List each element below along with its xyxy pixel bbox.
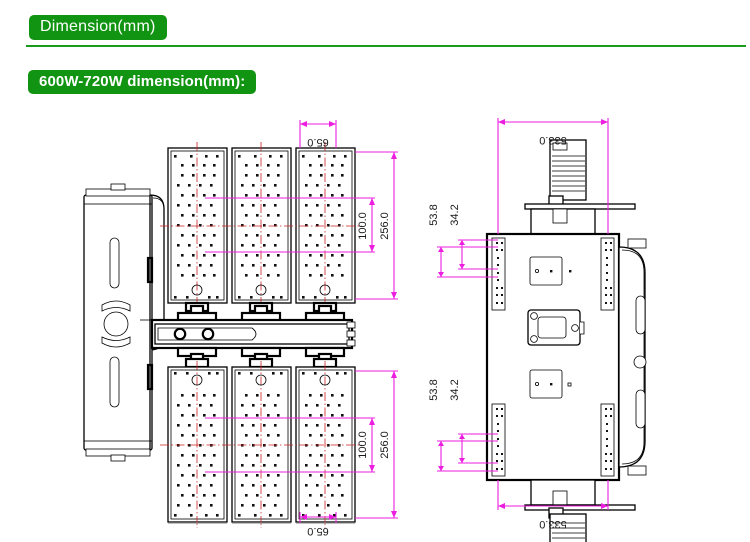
dimension-label-256-upper: 256.0 <box>379 212 391 240</box>
subsection-title-badge: 600W-720W dimension(mm): <box>28 70 257 94</box>
led-module-top-2 <box>231 142 292 309</box>
led-module-bottom-1 <box>167 361 228 528</box>
dimension-label-533-bottom: 533.0 <box>539 518 567 530</box>
header-divider-rule <box>26 45 746 47</box>
module-hinges-top <box>176 301 346 323</box>
dimension-set-back-view: 533.0 53.8 34.2 53.8 <box>428 118 609 530</box>
dimension-label-65-bottom: 65.0 <box>307 525 328 537</box>
dimension-53-8-upper: 53.8 <box>428 204 498 278</box>
front-view-group <box>140 142 362 528</box>
dimension-65-top: 65.0 <box>299 120 337 148</box>
dimension-label-533-top: 533.0 <box>539 134 567 146</box>
dimension-256-lower: 256.0 <box>355 370 398 519</box>
dimension-34-2-upper: 34.2 <box>449 204 498 270</box>
heatsink-top <box>524 139 636 235</box>
dimension-65-bottom: 65.0 <box>299 512 337 537</box>
dimension-label-53-8-upper: 53.8 <box>428 204 440 225</box>
dimension-label-100-upper: 100.0 <box>357 212 369 240</box>
dimension-label-53-8-lower: 53.8 <box>428 379 440 400</box>
heatsink-bottom <box>524 479 636 542</box>
driver-box-upper <box>529 256 572 286</box>
section-title-badge: Dimension(mm) <box>29 15 167 40</box>
driver-box-lower <box>529 369 572 399</box>
junction-box <box>527 309 585 346</box>
dimension-label-100-lower: 100.0 <box>357 431 369 459</box>
dimension-34-2-lower: 34.2 <box>449 379 498 464</box>
dimension-100-lower: 100.0 <box>205 417 375 473</box>
dimension-label-65-top: 65.0 <box>307 136 328 148</box>
dimension-53-8-lower: 53.8 <box>428 379 498 472</box>
led-module-bottom-3 <box>295 361 356 528</box>
dimension-label-34-2-lower: 34.2 <box>449 379 461 400</box>
dimension-set-front-view: 65.0 256.0 100.0 256.0 <box>205 120 398 537</box>
led-module-top-1 <box>167 142 228 309</box>
mounting-rails <box>491 237 615 477</box>
dimension-100-upper: 100.0 <box>205 197 375 253</box>
dimension-256-upper: 256.0 <box>355 151 398 300</box>
led-module-bottom-2 <box>231 361 292 528</box>
dimension-533-bottom: 533.0 <box>497 480 609 530</box>
dimension-drawing: 65.0 256.0 100.0 256.0 <box>0 100 750 542</box>
right-bracket <box>618 238 647 476</box>
dimension-533-top: 533.0 <box>497 118 609 234</box>
back-view-group <box>485 139 647 542</box>
center-mount-bar <box>140 318 356 350</box>
led-module-top-3 <box>295 142 356 309</box>
dimension-label-34-2-upper: 34.2 <box>449 204 461 225</box>
dimension-label-256-lower: 256.0 <box>379 431 391 459</box>
